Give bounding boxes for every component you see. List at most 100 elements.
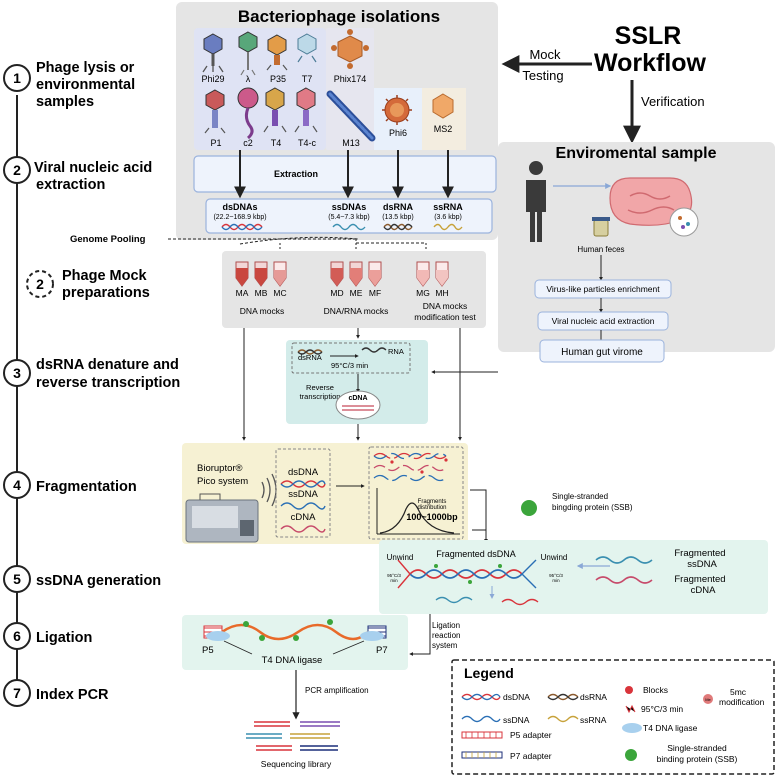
legend-label: modification — [719, 697, 765, 707]
ssgen-label: min — [390, 578, 398, 583]
legend: Legend dsDNA dsRNA Blocks Me 5mc modific… — [451, 659, 775, 775]
legend-label: P7 adapter — [510, 751, 552, 761]
workflow-title: SSLR — [615, 22, 682, 50]
phage-label: P35 — [270, 74, 286, 84]
group-label: DNA mocks — [240, 306, 284, 316]
ligation-label: P5 — [202, 645, 214, 656]
phage-icon — [204, 89, 226, 134]
step-number: 2 — [36, 276, 44, 292]
ssb-icon — [625, 749, 637, 761]
mc-icon-label: Me — [705, 697, 711, 702]
phage-label: MS2 — [434, 124, 453, 134]
phage-icon — [331, 29, 369, 69]
step-label: reverse transcription — [36, 375, 180, 391]
tube-label: ME — [350, 288, 363, 298]
size-label: 100~1000bp — [406, 512, 458, 522]
phage-icon — [297, 33, 317, 63]
phage-label: c2 — [243, 138, 253, 148]
mc-icon: Me — [703, 694, 713, 704]
step-4: 4 Fragmentation — [3, 471, 137, 499]
phage-label: λ — [246, 74, 251, 84]
step-label: Phage lysis or — [36, 60, 135, 76]
step-number: 4 — [13, 477, 21, 493]
group-label: DNA mocks — [423, 301, 467, 311]
tube-icon — [349, 261, 363, 287]
mock-tubes — [235, 261, 449, 287]
rt-label: cDNA — [348, 395, 367, 402]
tube-label: MF — [369, 288, 381, 298]
ligation-label: T4 DNA ligase — [262, 655, 323, 666]
verification-label: Verification — [641, 94, 705, 109]
intestine-icon — [609, 177, 693, 226]
env-step: Human gut virome — [561, 347, 643, 358]
tube-icon — [254, 261, 268, 287]
rt-label: RNA — [388, 347, 404, 356]
type-range: (22.2~168.9 kbp) — [213, 214, 266, 221]
ssgen-label: Unwind — [541, 553, 568, 562]
phage-label: Phi29 — [201, 74, 224, 84]
ssgen-label: 95°C/3 — [549, 573, 563, 578]
step-number: 1 — [13, 70, 21, 86]
tube-icon — [273, 261, 287, 287]
type-name: dsDNAs — [222, 202, 257, 212]
step-number: 6 — [13, 628, 21, 644]
ssgen-label: cDNA — [691, 585, 716, 596]
ligation-panel: P5 P7 T4 DNA ligase — [182, 615, 408, 670]
tube-label: MG — [416, 288, 430, 298]
pooling-label: Genome Pooling — [70, 234, 146, 245]
ssgen-label: Fragmented dsDNA — [436, 549, 516, 559]
phage-icon — [326, 90, 376, 142]
virome-box-rect — [539, 339, 665, 363]
legend-label: dsDNA — [503, 692, 530, 702]
step-label: dsRNA denature and — [36, 357, 179, 373]
ssgen-label: Fragmented — [674, 548, 725, 559]
sequencing-library — [246, 721, 340, 751]
step-6: 6 Ligation — [3, 622, 92, 650]
tube-icon — [416, 261, 430, 287]
rt-label: 95°C/3 min — [331, 361, 368, 370]
step-2-mock: 2 Phage Mock preparations — [26, 268, 150, 301]
legend-label: 5mc — [730, 687, 747, 697]
ssgen-label: min — [552, 578, 560, 583]
tube-icon — [368, 261, 382, 287]
type-range: (3.6 kbp) — [434, 214, 462, 221]
person-icon — [526, 161, 546, 242]
env-step: Virus-like particles enrichment — [546, 284, 660, 294]
legend-label: ssDNA — [503, 715, 530, 725]
phage-label: Phix174 — [334, 74, 367, 84]
device-label: Pico system — [197, 476, 248, 487]
group-label: modification test — [414, 312, 476, 322]
tube-icon — [235, 261, 249, 287]
frag-label: distribution — [417, 505, 446, 511]
step-number: 5 — [13, 571, 21, 587]
ssdna-panel: Fragmented dsDNA Unwind Unwind 95°C/3 mi… — [379, 540, 768, 614]
legend-label: Single-stranded — [667, 743, 727, 753]
ligation-label: P7 — [376, 645, 388, 656]
legend-title: Legend — [464, 665, 514, 681]
mock-label: Testing — [522, 68, 563, 83]
step-3: 3 dsRNA denature and reverse transcripti… — [3, 357, 180, 391]
step-label: extraction — [36, 177, 105, 193]
group-label: DNA/RNA mocks — [324, 306, 389, 316]
tube-label: MA — [236, 288, 249, 298]
phage-icon — [432, 93, 454, 119]
tube-icon — [435, 261, 449, 287]
step-label: samples — [36, 94, 94, 110]
ssgen-label: Unwind — [387, 553, 414, 562]
isolations-panel: Bacteriophage isolations — [176, 2, 498, 240]
pcr-label: Sequencing library — [261, 759, 332, 769]
legend-label: dsRNA — [580, 692, 607, 702]
phage-icon — [237, 87, 259, 140]
ssb-label: Single-stranded — [552, 492, 608, 501]
step-timeline: 1 Phage lysis or environmental samples 2… — [3, 60, 180, 707]
rt-label: Reverse — [306, 383, 334, 392]
tube-label: MH — [435, 288, 448, 298]
frag-label: dsDNA — [288, 467, 319, 478]
phage-label: M13 — [342, 138, 360, 148]
phage-icon — [263, 87, 287, 133]
feces-cup-icon — [592, 217, 610, 237]
step-label: Viral nucleic acid — [34, 160, 152, 176]
legend-label: binding protein (SSB) — [657, 754, 738, 764]
tube-label: MC — [273, 288, 286, 298]
